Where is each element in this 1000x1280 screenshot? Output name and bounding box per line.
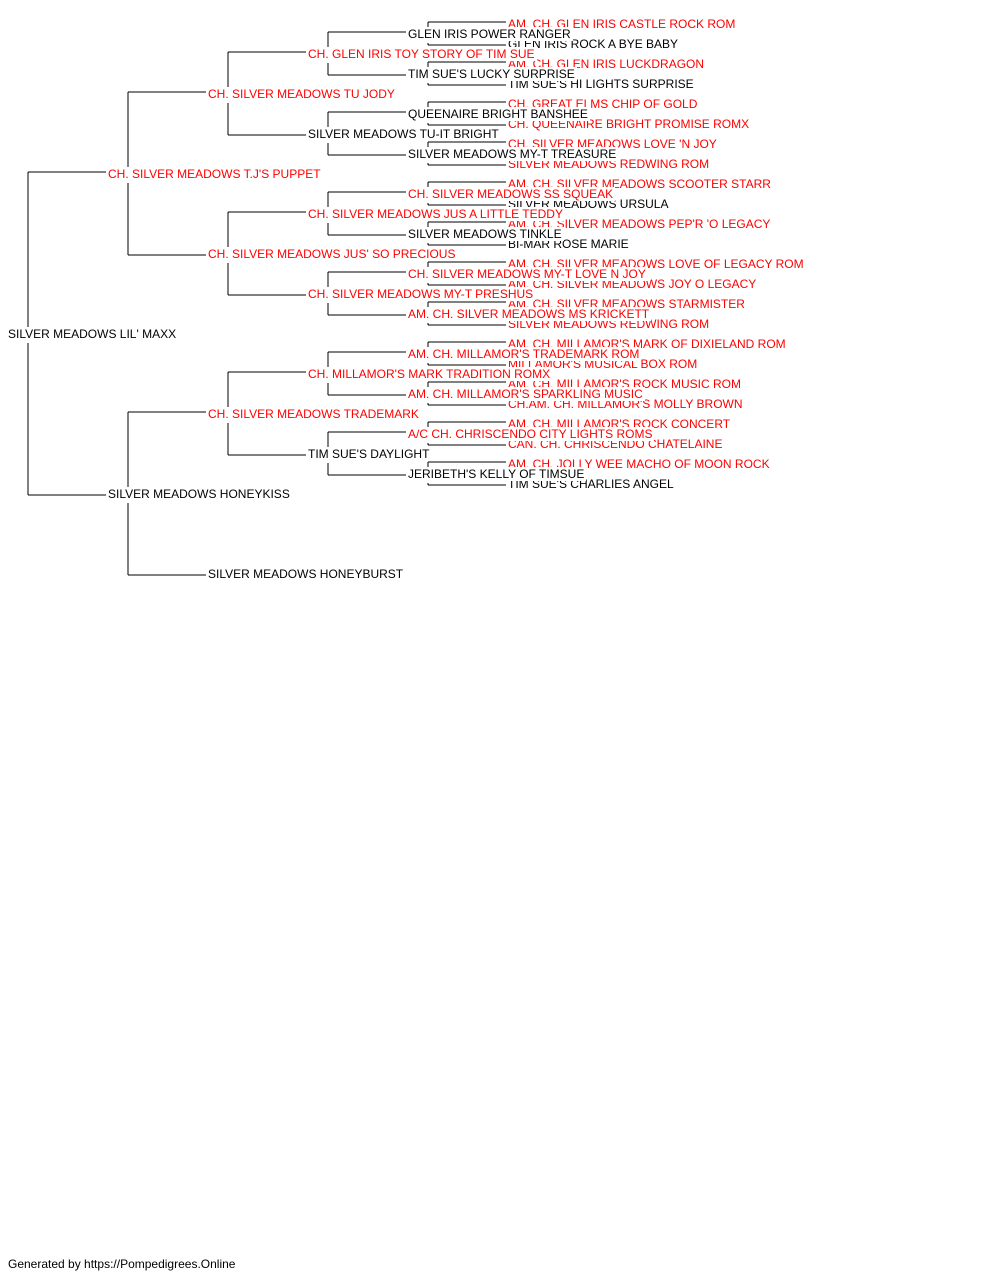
ancestor-name: CH. SILVER MEADOWS SS SQUEAK (408, 187, 616, 201)
ancestor-name: GLEN IRIS POWER RANGER (408, 27, 573, 41)
ancestor-name: SILVER MEADOWS MY-T TREASURE (408, 147, 619, 161)
ancestor-name: CH. SILVER MEADOWS MY-T PRESHUS (308, 287, 536, 301)
ancestor-name: AM. CH. SILVER MEADOWS PEP'R 'O LEGACY (508, 217, 773, 231)
ancestor-name: SILVER MEADOWS TINKLE (408, 227, 564, 241)
subject-dog-name: SILVER MEADOWS LIL' MAXX (8, 327, 179, 341)
ancestor-name: TIM SUE'S DAYLIGHT (308, 447, 432, 461)
ancestor-name: TIM SUE'S LUCKY SURPRISE (408, 67, 577, 81)
ancestor-name: SILVER MEADOWS HONEYKISS (108, 487, 292, 501)
ancestor-name: CH. SILVER MEADOWS JUS A LITTLE TEDDY (308, 207, 565, 221)
ancestor-name: QUEENAIRE BRIGHT BANSHEE (408, 107, 590, 121)
ancestor-name: AM. CH. MILLAMOR'S SPARKLING MUSIC (408, 387, 645, 401)
ancestor-name: JERIBETH'S KELLY OF TIMSUE (408, 467, 587, 481)
ancestor-name: CH. SILVER MEADOWS MY-T LOVE N JOY (408, 267, 648, 281)
ancestor-name: AM. CH. MILLAMOR'S TRADEMARK ROM (408, 347, 642, 361)
footer-credit: Generated by https://Pompedigrees.Online (8, 1257, 236, 1271)
ancestor-name: AM. CH. SILVER MEADOWS MS KRICKETT (408, 307, 652, 321)
ancestor-name: CH. MILLAMOR'S MARK TRADITION ROMX (308, 367, 553, 381)
ancestor-name: CH. GLEN IRIS TOY STORY OF TIM SUE (308, 47, 537, 61)
ancestor-name: CH. SILVER MEADOWS TRADEMARK (208, 407, 421, 421)
ancestor-name: SILVER MEADOWS TU-IT BRIGHT (308, 127, 501, 141)
ancestor-name: CH. SILVER MEADOWS JUS' SO PRECIOUS (208, 247, 458, 261)
ancestor-name: CH. SILVER MEADOWS T.J'S PUPPET (108, 167, 323, 181)
ancestor-name: A/C CH. CHRISCENDO CITY LIGHTS ROMS (408, 427, 655, 441)
ancestor-name: CH. SILVER MEADOWS TU JODY (208, 87, 397, 101)
ancestor-name: SILVER MEADOWS HONEYBURST (208, 567, 406, 581)
